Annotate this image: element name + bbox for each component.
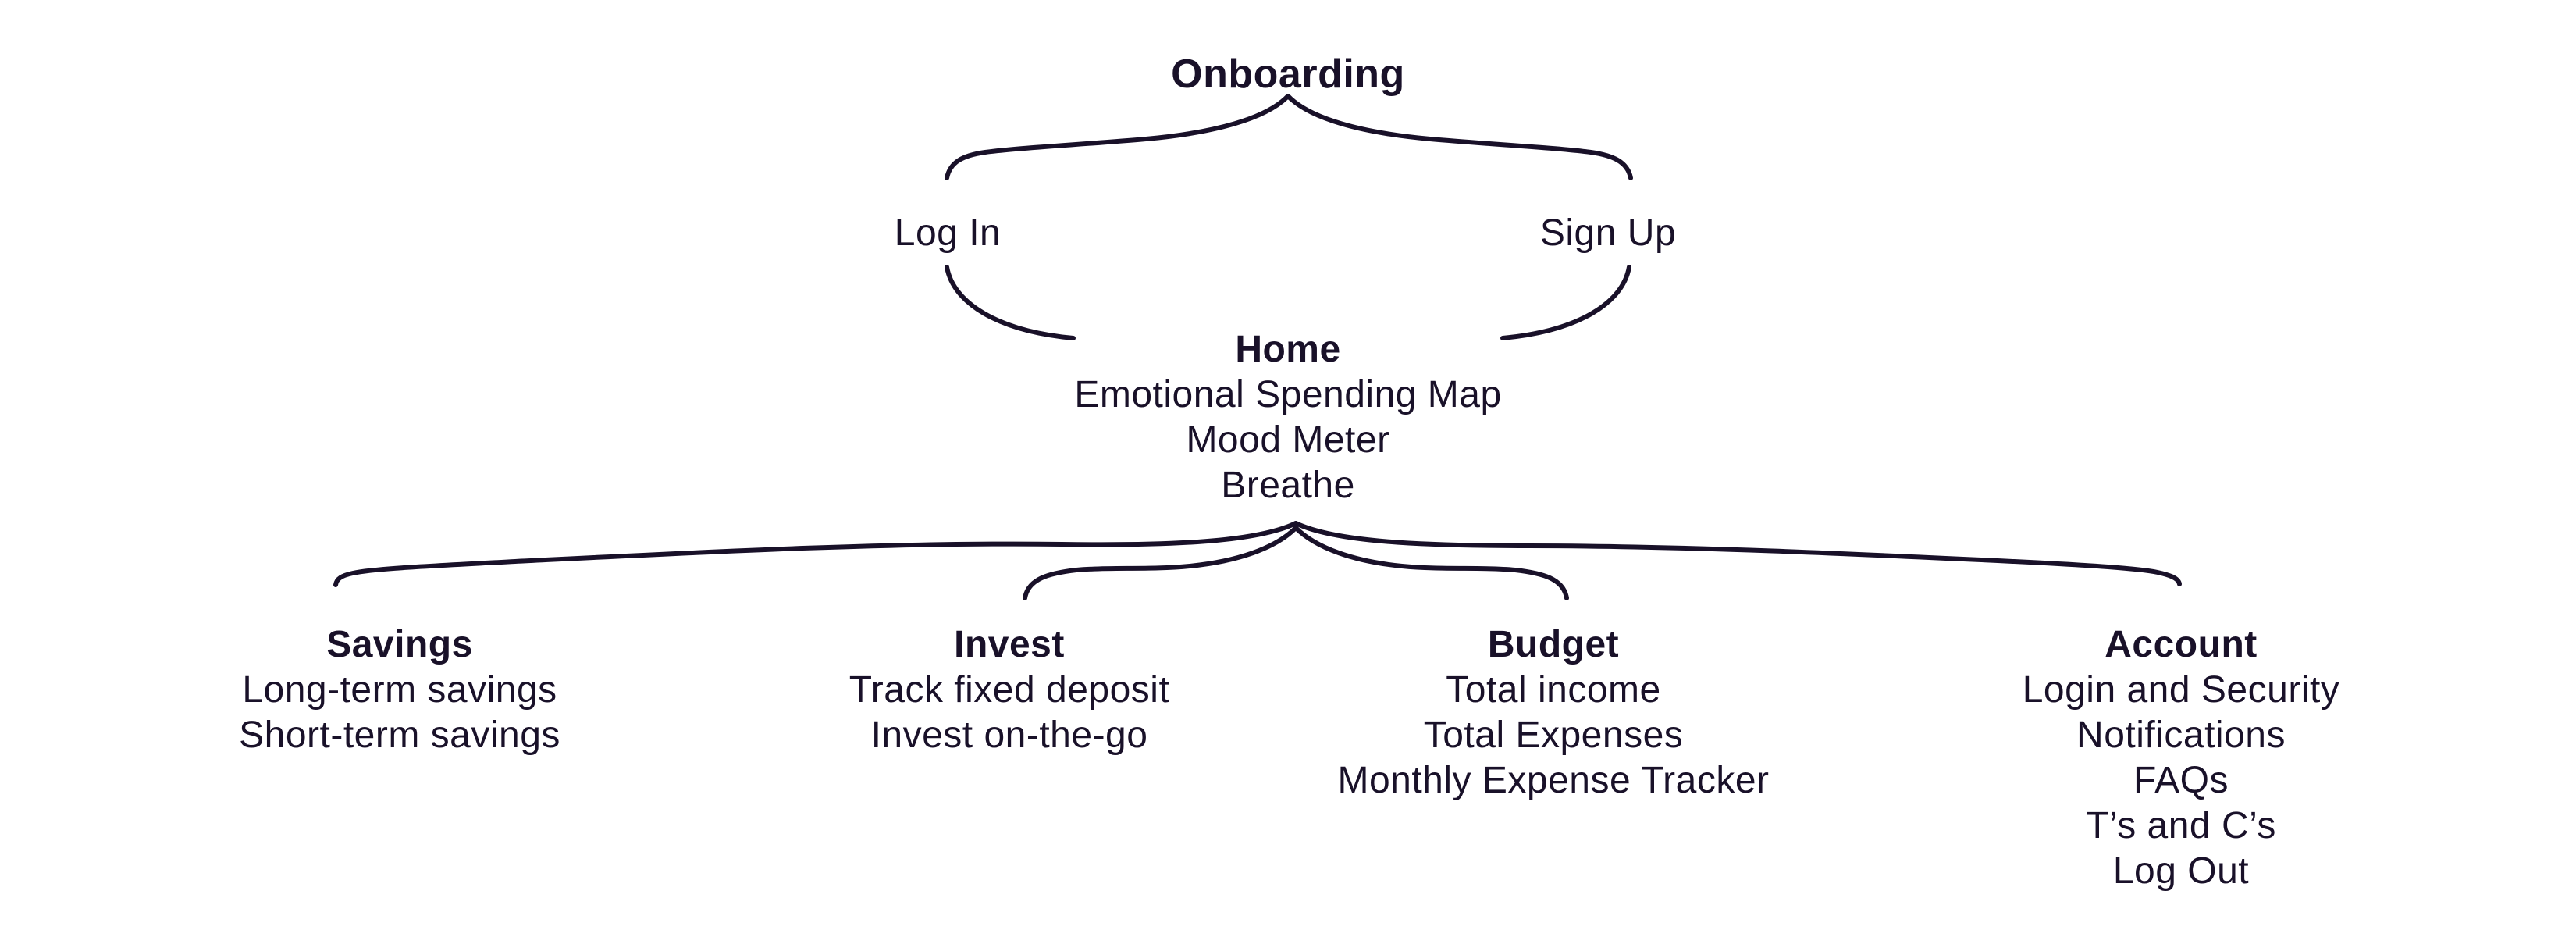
onboarding-brace-right-arm bbox=[1286, 94, 1633, 180]
node-sign-up: Sign Up bbox=[1539, 212, 1677, 254]
section-item-faqs: FAQs bbox=[2133, 760, 2229, 801]
node-log-in: Log In bbox=[894, 212, 1002, 254]
section-title-savings: Savings bbox=[326, 624, 473, 665]
home-inner-brace-left-arm bbox=[1023, 526, 1298, 600]
node-onboarding: Onboarding bbox=[1171, 52, 1405, 97]
section-item-short-term-savings: Short-term savings bbox=[239, 714, 560, 756]
signup-to-home-curve bbox=[1500, 265, 1631, 340]
section-item-ts-and-cs: T’s and C’s bbox=[2086, 805, 2276, 846]
section-title-invest: Invest bbox=[954, 624, 1065, 665]
section-item-long-term-savings: Long-term savings bbox=[242, 669, 557, 711]
home-outer-brace-left-arm bbox=[333, 521, 1298, 587]
home-item-emotional-spending-map: Emotional Spending Map bbox=[1074, 374, 1502, 415]
home-item-mood-meter: Mood Meter bbox=[1186, 419, 1390, 461]
section-item-notifications: Notifications bbox=[2076, 714, 2286, 756]
section-item-monthly-expense-tracker: Monthly Expense Tracker bbox=[1337, 760, 1770, 801]
section-item-total-expenses: Total Expenses bbox=[1423, 714, 1684, 756]
section-title-budget: Budget bbox=[1487, 624, 1620, 665]
node-home: Home bbox=[1235, 329, 1341, 370]
section-item-log-out: Log Out bbox=[2112, 850, 2250, 892]
onboarding-brace-left-arm bbox=[945, 94, 1290, 180]
home-outer-brace-right-arm bbox=[1293, 521, 2182, 586]
login-to-home-curve bbox=[945, 265, 1076, 340]
section-title-account: Account bbox=[2105, 624, 2258, 665]
home-inner-brace-right-arm bbox=[1293, 526, 1569, 600]
section-item-login-and-security: Login and Security bbox=[2022, 669, 2340, 711]
section-item-total-income: Total income bbox=[1446, 669, 1661, 711]
section-item-invest-on-the-go: Invest on-the-go bbox=[870, 714, 1148, 756]
home-item-breathe: Breathe bbox=[1221, 465, 1355, 506]
section-item-track-fixed-deposit: Track fixed deposit bbox=[849, 669, 1170, 711]
